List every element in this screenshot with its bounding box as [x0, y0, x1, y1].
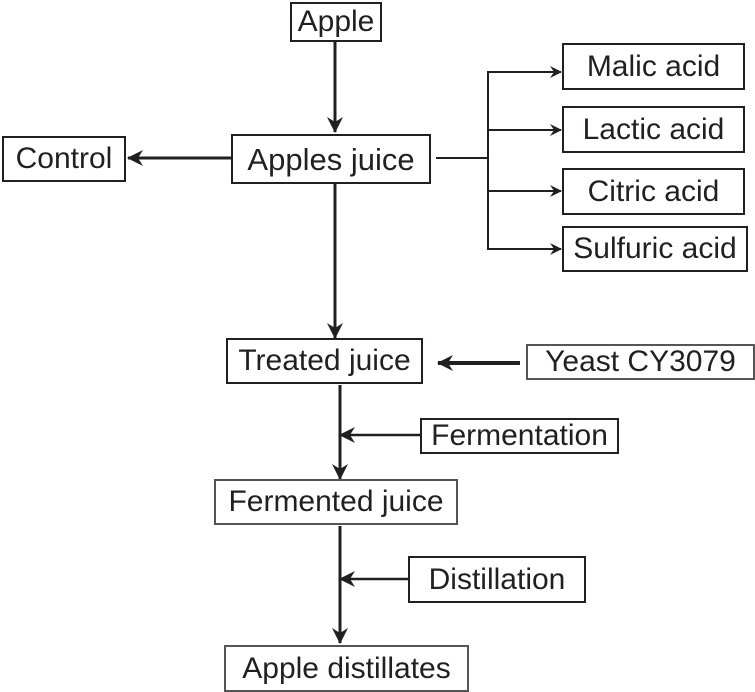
node-apples-juice: Apples juice	[231, 134, 431, 184]
node-apple-distillates: Apple distillates	[224, 645, 469, 692]
node-fermented-juice: Fermented juice	[214, 479, 458, 525]
node-distillation: Distillation	[408, 556, 586, 603]
node-label: Control	[15, 142, 113, 175]
node-label: Fermented juice	[228, 485, 444, 518]
node-label: Distillation	[428, 562, 566, 596]
node-yeast-cy3079: Yeast CY3079	[526, 344, 755, 380]
node-lactic-acid: Lactic acid	[562, 106, 745, 153]
node-apple: Apple	[290, 2, 382, 42]
node-label: Treated juice	[238, 344, 411, 377]
node-control: Control	[2, 136, 126, 182]
node-fermentation: Fermentation	[420, 418, 619, 454]
node-treated-juice: Treated juice	[226, 338, 423, 384]
node-label: Apple	[297, 5, 375, 38]
node-label: Lactic acid	[582, 112, 725, 146]
node-label: Apples juice	[247, 141, 415, 177]
node-citric-acid: Citric acid	[562, 168, 745, 215]
node-label: Fermentation	[431, 419, 608, 452]
node-label: Yeast CY3079	[545, 345, 736, 378]
node-malic-acid: Malic acid	[562, 43, 745, 90]
node-label: Citric acid	[587, 174, 720, 208]
node-label: Malic acid	[586, 49, 721, 83]
node-label: Sulfuric acid	[573, 232, 737, 265]
node-sulfuric-acid: Sulfuric acid	[562, 226, 748, 272]
node-label: Apple distillates	[242, 651, 451, 685]
